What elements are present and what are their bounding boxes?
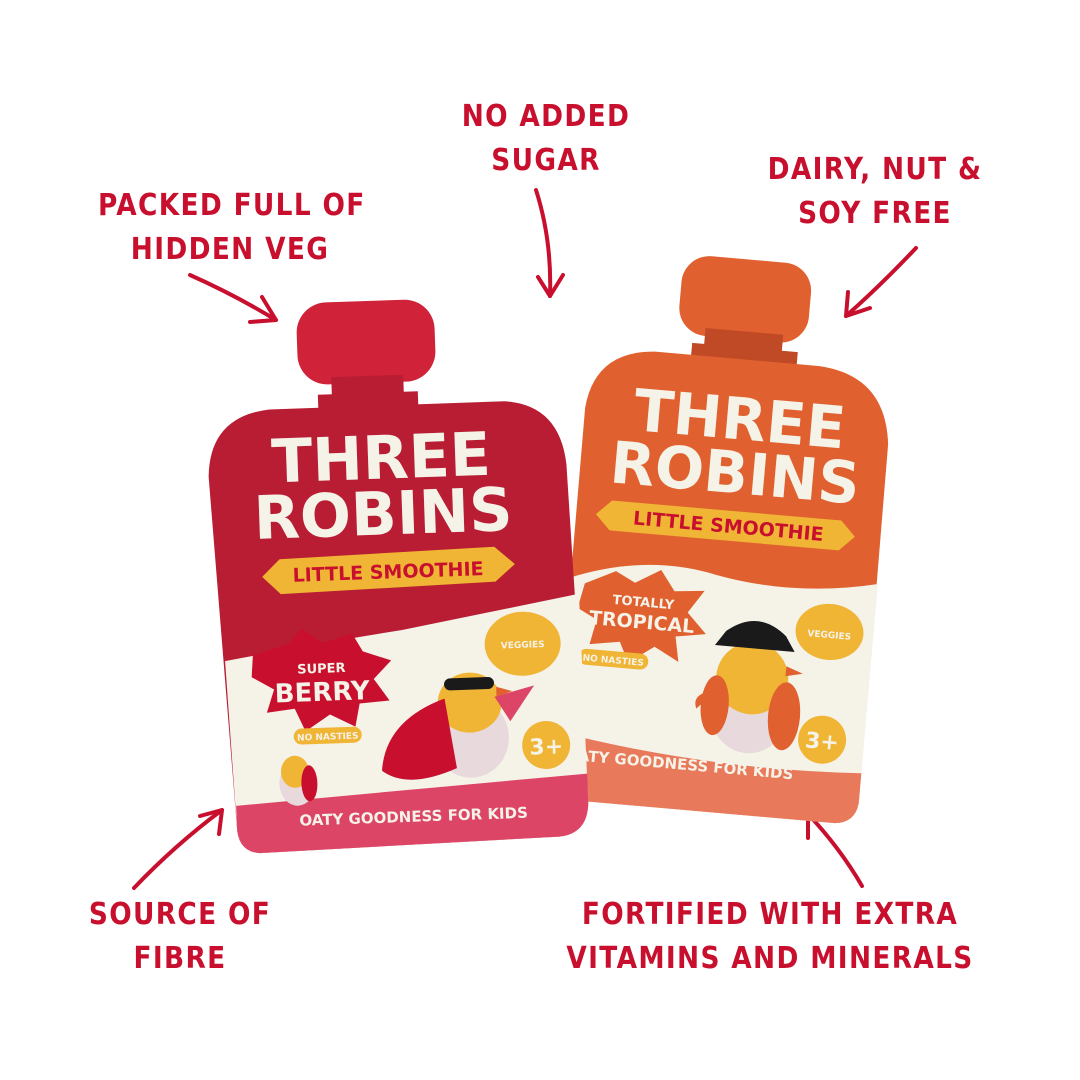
pouch-berry: THREE ROBINS LITTLE SMOOTHIE SUPER BERRY… [208, 299, 589, 854]
callout-no-sugar-line1: NO ADDED [461, 99, 631, 134]
flavor-big: BERRY [274, 676, 371, 709]
age-badge: 3+ [529, 734, 564, 760]
brand-line1: THREE [270, 420, 492, 498]
no-nasties-badge: NO NASTIES [297, 732, 359, 744]
flavor-small: SUPER [297, 661, 346, 678]
callout-no-sugar: NO ADDED SUGAR [449, 95, 643, 183]
arrow-fibre-icon [132, 808, 224, 890]
arrow-no-sugar-icon [534, 188, 565, 298]
brand-line2: ROBINS [253, 475, 514, 554]
callout-allergen-free-line1: DAIRY, NUT & [767, 152, 983, 187]
arrow-hidden-veg-icon [188, 273, 278, 324]
callout-no-sugar-line2: SUGAR [491, 143, 601, 178]
callout-fibre-line1: SOURCE OF [88, 897, 272, 932]
callout-fibre: SOURCE OF FIBRE [83, 893, 277, 981]
age-badge: 3+ [804, 728, 840, 756]
callout-hidden-veg: PACKED FULL OF HIDDEN VEG [98, 184, 366, 272]
arrow-allergen-icon [844, 246, 918, 318]
superhero-robin-icon [381, 672, 535, 780]
callout-fortified: FORTIFIED WITH EXTRA VITAMINS AND MINERA… [563, 893, 977, 981]
small-robin-icon [279, 755, 318, 806]
speech-bubble: VEGGIES [501, 640, 545, 652]
callout-fibre-line2: FIBRE [133, 941, 227, 976]
callout-allergen-free: DAIRY, NUT & SOY FREE [756, 148, 994, 236]
callout-fortified-line1: FORTIFIED WITH EXTRA [581, 897, 959, 932]
callout-hidden-veg-line1: PACKED FULL OF [98, 188, 366, 223]
callout-hidden-veg-line2: HIDDEN VEG [130, 232, 330, 267]
pouch-tropical: THREE ROBINS LITTLE SMOOTHIE TOTALLY TRO… [553, 256, 889, 824]
arrow-fortified-icon [806, 812, 864, 888]
speech-bubble: VEGGIES [807, 629, 852, 643]
flavor-small: TOTALLY [612, 593, 675, 613]
pirate-robin-icon [695, 620, 803, 754]
callout-fortified-line2: VITAMINS AND MINERALS [566, 941, 974, 976]
callout-allergen-free-line2: SOY FREE [798, 196, 952, 231]
